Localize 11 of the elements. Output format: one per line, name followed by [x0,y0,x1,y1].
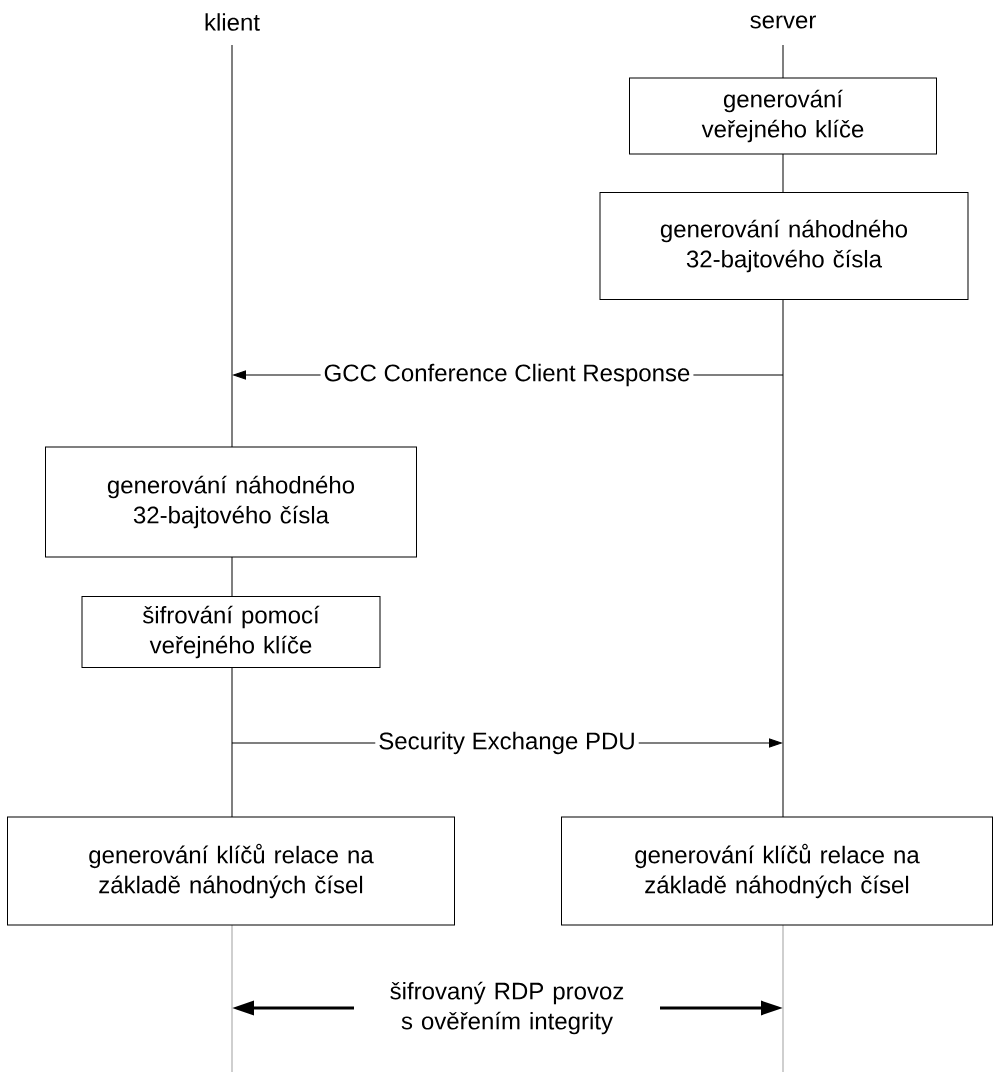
process-box: generování veřejného klíče [629,77,937,155]
process-box: generování klíčů relace na základě náhodných čísel [7,816,455,926]
lifeline-heading: server [750,15,816,29]
edge-label: Security Exchange PDU [375,728,639,758]
process-box: generování náhodného 32-bajtového čísla [599,192,969,300]
edge-label: GCC Conference Client Response [320,360,694,390]
lifeline-heading: klient [205,13,260,31]
process-box: šifrování pomocí veřejného klíče [81,596,381,668]
process-box: generování klíčů relace na základě náhodných čísel [561,816,993,926]
edge-label: šifrovaný RDP provoz s ověřením integrity [354,978,660,1038]
process-box: generování náhodného 32-bajtového čísla [45,446,417,558]
